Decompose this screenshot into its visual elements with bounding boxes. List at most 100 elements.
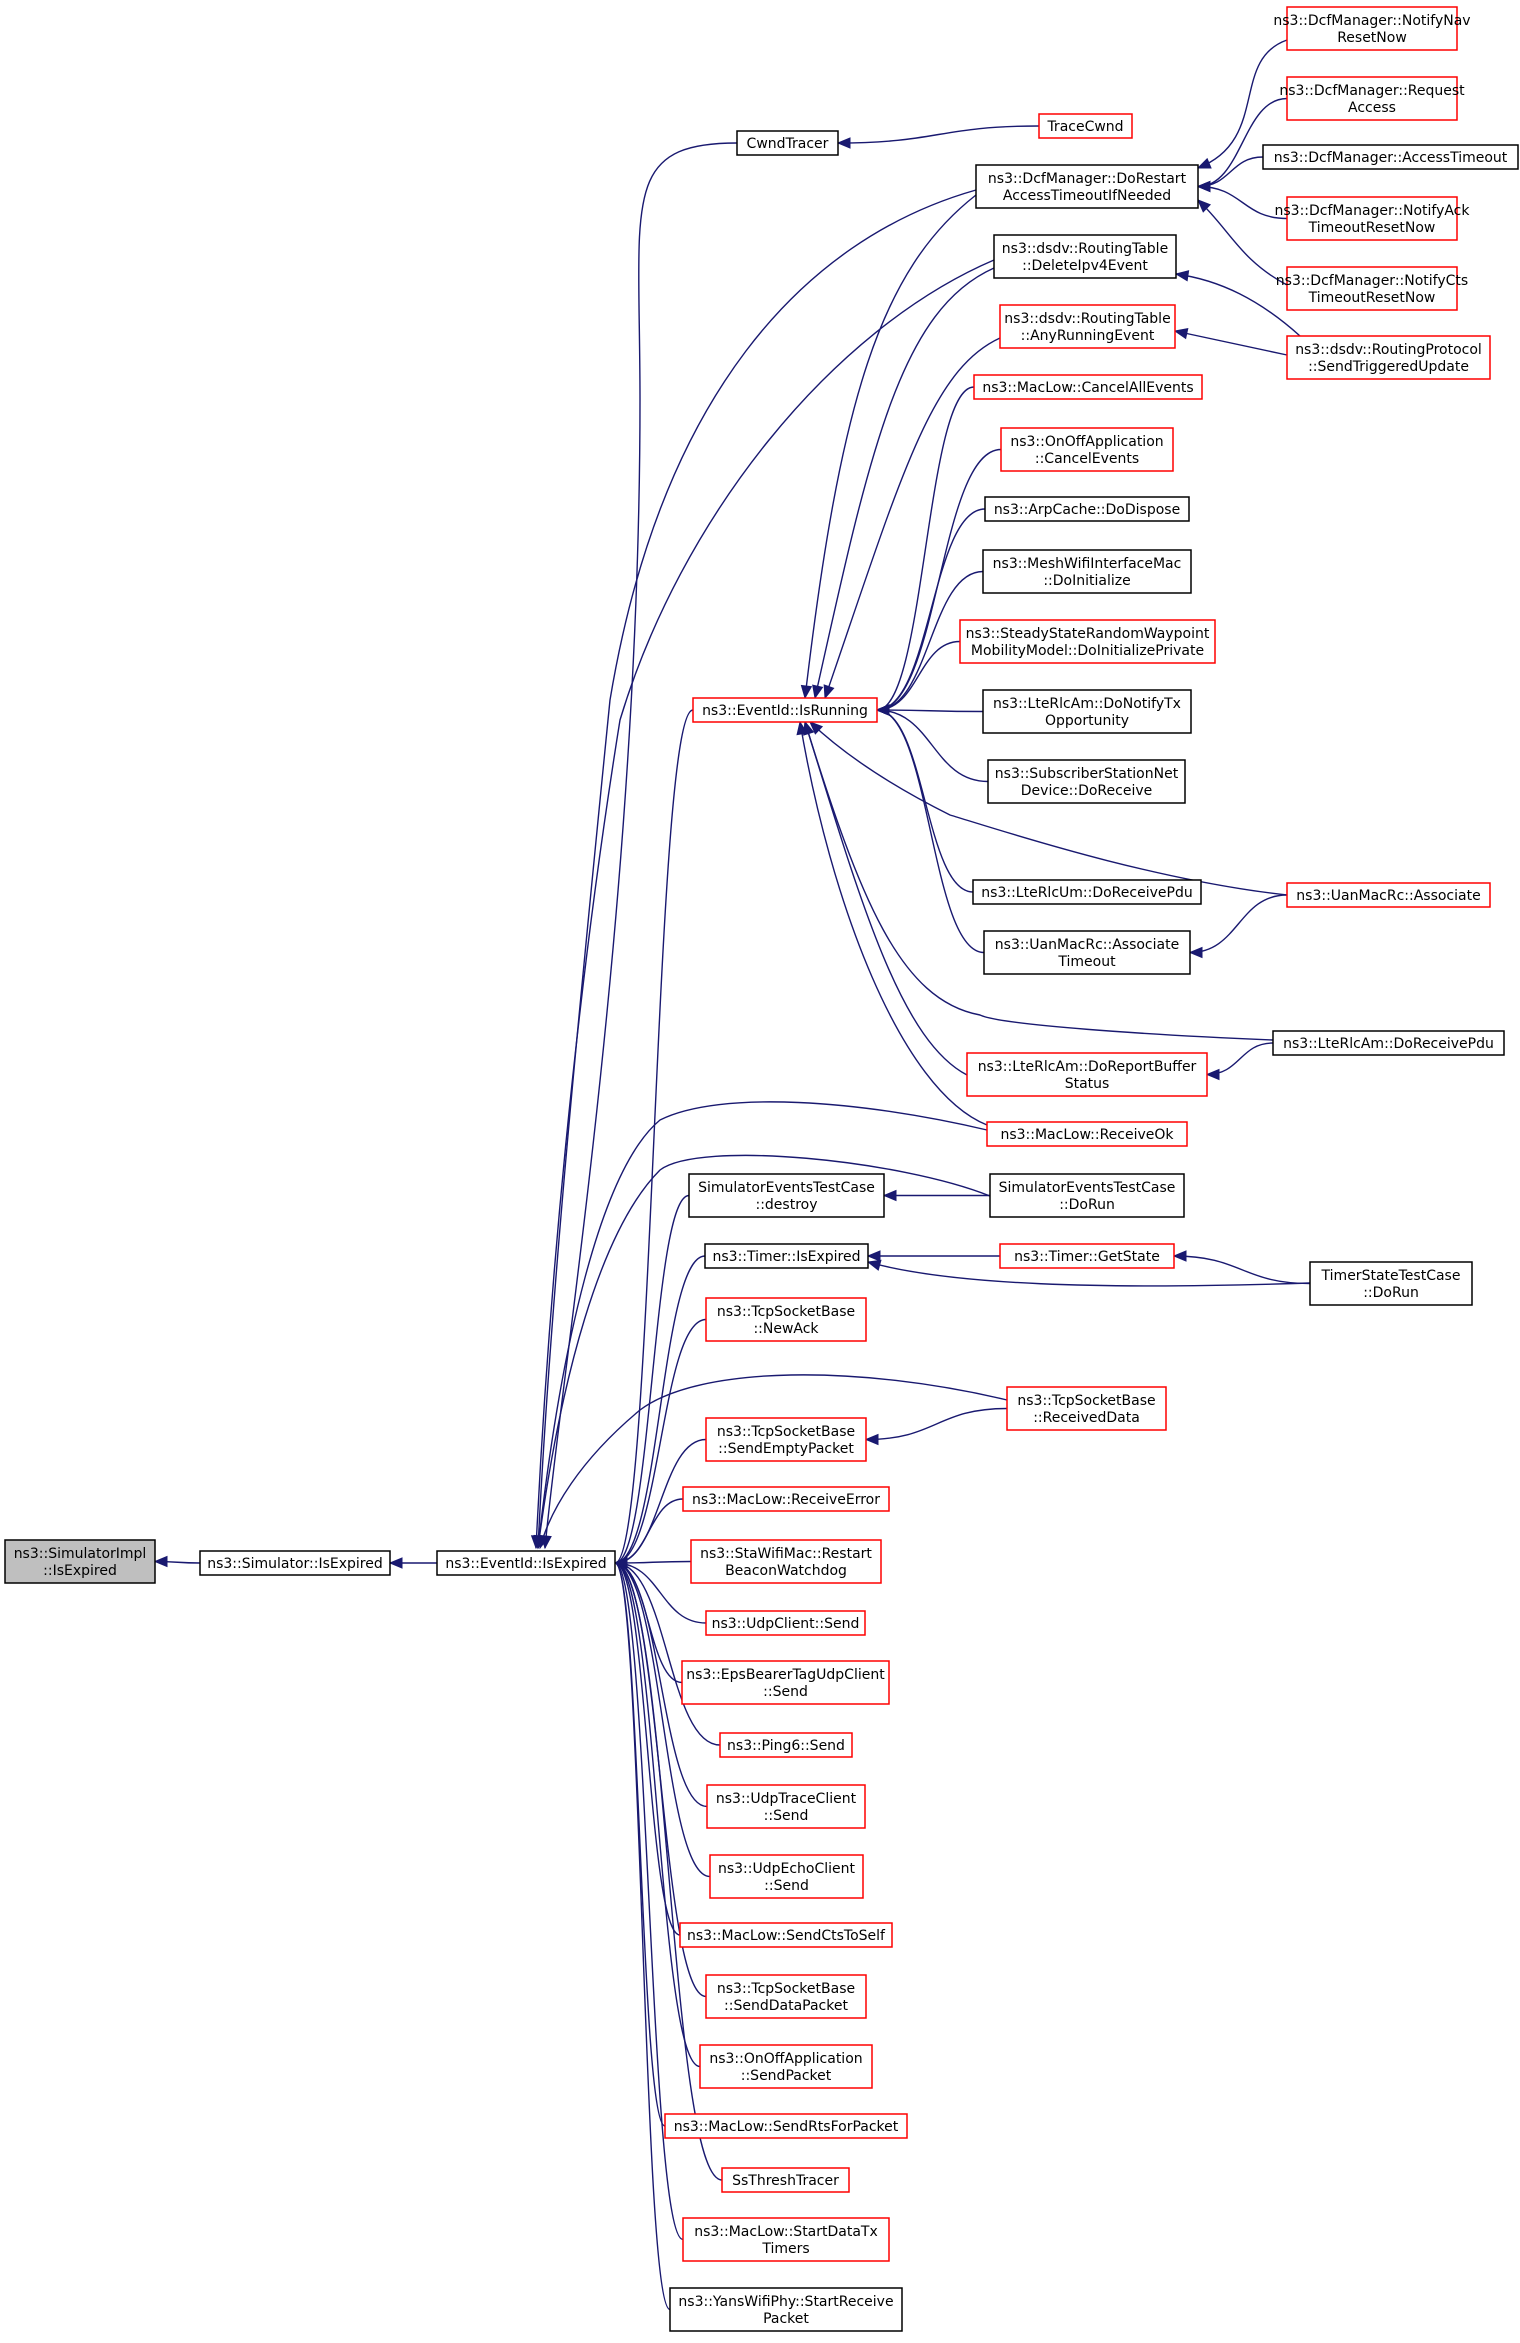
function-node-ns3-udptraceclient-send[interactable]: ns3::UdpTraceClient::Send xyxy=(706,1784,866,1829)
function-node-ns3-eventid-isrunning[interactable]: ns3::EventId::IsRunning xyxy=(692,697,878,723)
node-box xyxy=(4,1539,156,1584)
node-label: SsThreshTracer xyxy=(732,2173,839,2189)
node-box xyxy=(705,1417,867,1462)
node-label: ns3::UdpTraceClient xyxy=(716,1791,857,1807)
node-label: ns3::LteRlcAm::DoNotifyTx xyxy=(993,696,1181,712)
function-node-ns3-dcfmanager-notifyctstimeoutresetnow[interactable]: ns3::DcfManager::NotifyCtsTimeoutResetNo… xyxy=(1276,266,1468,311)
function-node-ns3-onoffapplication-cancelevents[interactable]: ns3::OnOffApplication::CancelEvents xyxy=(1000,427,1174,472)
node-label: ns3::SteadyStateRandomWaypoint xyxy=(966,626,1210,642)
node-label: ::DoInitialize xyxy=(1043,573,1130,589)
function-node-ns3-tcpsocketbase-newack[interactable]: ns3::TcpSocketBase::NewAck xyxy=(705,1297,867,1342)
function-node-ns3-tcpsocketbase-sendemptypacket[interactable]: ns3::TcpSocketBase::SendEmptyPacket xyxy=(705,1417,867,1462)
function-node-ns3-lterlcum-doreceivepdu[interactable]: ns3::LteRlcUm::DoReceivePdu xyxy=(972,879,1202,905)
node-box xyxy=(705,1297,867,1342)
node-label: ::DoRun xyxy=(1363,1285,1419,1301)
node-label: ns3::TcpSocketBase xyxy=(717,1424,855,1440)
function-node-ssthreshtracer[interactable]: SsThreshTracer xyxy=(721,2167,850,2193)
node-label: ::SendDataPacket xyxy=(724,1998,848,2014)
function-node-ns3-steadystaterandomwaypointmobilitymodel-doinitializeprivate[interactable]: ns3::SteadyStateRandomWaypointMobilityMo… xyxy=(959,619,1216,664)
function-node-ns3-epsbearertagudpclient-send[interactable]: ns3::EpsBearerTagUdpClient::Send xyxy=(681,1660,890,1705)
node-label: ns3::UanMacRc::Associate xyxy=(995,937,1179,953)
function-node-ns3-maclow-cancelallevents[interactable]: ns3::MacLow::CancelAllEvents xyxy=(973,374,1203,400)
node-box xyxy=(973,374,1203,400)
node-label: ns3::dsdv::RoutingTable xyxy=(1002,241,1168,257)
node-label: Timeout xyxy=(1057,954,1116,970)
function-node-ns3-tcpsocketbase-receiveddata[interactable]: ns3::TcpSocketBase::ReceivedData xyxy=(1006,1386,1167,1431)
function-node-ns3-simulatorimpl-isexpired[interactable]: ns3::SimulatorImpl::IsExpired xyxy=(4,1539,156,1584)
function-node-tracecwnd[interactable]: TraceCwnd xyxy=(1038,113,1133,139)
node-label: ns3::Ping6::Send xyxy=(727,1738,845,1754)
function-node-ns3-meshwifiinterfacemac-doinitialize[interactable]: ns3::MeshWifiInterfaceMac::DoInitialize xyxy=(982,549,1192,594)
node-box xyxy=(682,2217,890,2262)
function-node-ns3-dsdv-routingtable-anyrunningevent[interactable]: ns3::dsdv::RoutingTable::AnyRunningEvent xyxy=(999,304,1176,349)
function-node-ns3-timer-isexpired[interactable]: ns3::Timer::IsExpired xyxy=(704,1243,869,1269)
function-node-ns3-uanmacrc-associate[interactable]: ns3::UanMacRc::Associate xyxy=(1286,882,1491,908)
function-node-ns3-udpechoclient-send[interactable]: ns3::UdpEchoClient::Send xyxy=(709,1854,864,1899)
function-node-ns3-onoffapplication-sendpacket[interactable]: ns3::OnOffApplication::SendPacket xyxy=(699,2044,873,2089)
node-label: ns3::LteRlcAm::DoReceivePdu xyxy=(1283,1036,1494,1052)
node-label: ::SendTriggeredUpdate xyxy=(1308,359,1469,375)
function-node-ns3-tcpsocketbase-senddatapacket[interactable]: ns3::TcpSocketBase::SendDataPacket xyxy=(705,1974,867,2019)
function-node-ns3-lterlcam-doreceivepdu[interactable]: ns3::LteRlcAm::DoReceivePdu xyxy=(1272,1030,1505,1056)
node-label: ns3::MacLow::StartDataTx xyxy=(694,2224,878,2240)
node-label: ::ReceivedData xyxy=(1033,1410,1140,1426)
node-label: ns3::MacLow::ReceiveOk xyxy=(1000,1127,1174,1143)
function-node-ns3-dcfmanager-accesstimeout[interactable]: ns3::DcfManager::AccessTimeout xyxy=(1262,144,1519,170)
edge-n13-n11 xyxy=(1174,270,1301,337)
node-label: ns3::OnOffApplication xyxy=(709,2051,862,2067)
edge-n31-n30 xyxy=(866,1250,1000,1262)
node-label: ns3::dsdv::RoutingTable xyxy=(1004,311,1170,327)
function-node-ns3-dsdv-routingtable-deleteipv4event[interactable]: ns3::dsdv::RoutingTable::DeleteIpv4Event xyxy=(993,234,1177,279)
function-node-ns3-maclow-receiveerror[interactable]: ns3::MacLow::ReceiveError xyxy=(682,1486,890,1512)
function-node-ns3-udpclient-send[interactable]: ns3::UdpClient::Send xyxy=(705,1610,866,1636)
function-node-ns3-maclow-receiveok[interactable]: ns3::MacLow::ReceiveOk xyxy=(986,1121,1188,1147)
node-box xyxy=(1272,1030,1505,1056)
node-label: ns3::Timer::GetState xyxy=(1014,1249,1160,1265)
node-box xyxy=(690,1539,882,1584)
function-node-timerstatetestcase-dorun[interactable]: TimerStateTestCase::DoRun xyxy=(1309,1261,1473,1306)
edge-n4-n3 xyxy=(836,125,1040,149)
node-label: ns3::SimulatorImpl xyxy=(14,1546,147,1562)
node-label: ns3::DcfManager::DoRestart xyxy=(988,171,1187,187)
function-node-ns3-simulator-isexpired[interactable]: ns3::Simulator::IsExpired xyxy=(199,1550,391,1576)
node-label: Status xyxy=(1065,1076,1110,1092)
edge-n22-n19 xyxy=(875,704,974,893)
node-box xyxy=(679,1922,893,1948)
function-node-ns3-timer-getstate[interactable]: ns3::Timer::GetState xyxy=(999,1243,1175,1269)
edge-n21-n19 xyxy=(875,704,989,783)
node-box xyxy=(1286,6,1458,51)
node-box xyxy=(986,1121,1188,1147)
node-box xyxy=(959,619,1216,664)
node-box xyxy=(719,1732,853,1758)
node-label: BeaconWatchdog xyxy=(725,1563,847,1579)
node-label: ns3::LteRlcAm::DoReportBuffer xyxy=(978,1059,1197,1075)
function-node-ns3-maclow-sendctstoself[interactable]: ns3::MacLow::SendCtsToSelf xyxy=(679,1922,893,1948)
function-node-ns3-eventid-isexpired[interactable]: ns3::EventId::IsExpired xyxy=(436,1550,616,1576)
node-box xyxy=(1286,266,1458,311)
function-node-ns3-arpcache-dodispose[interactable]: ns3::ArpCache::DoDispose xyxy=(984,496,1190,522)
function-node-ns3-dcfmanager-notifyacktimeoutresetnow[interactable]: ns3::DcfManager::NotifyAckTimeoutResetNo… xyxy=(1275,196,1471,241)
function-node-simulatoreventstestcase-dorun[interactable]: SimulatorEventsTestCase::DoRun xyxy=(989,1173,1185,1218)
node-label: ns3::EventId::IsRunning xyxy=(702,703,868,719)
function-node-cwndtracer[interactable]: CwndTracer xyxy=(736,130,839,156)
function-node-simulatoreventstestcase-destroy[interactable]: SimulatorEventsTestCase::destroy xyxy=(688,1173,885,1218)
node-box xyxy=(692,697,878,723)
node-label: Access xyxy=(1348,100,1396,116)
node-box xyxy=(982,689,1192,734)
node-label: ns3::OnOffApplication xyxy=(1010,434,1163,450)
function-node-ns3-dsdv-routingprotocol-sendtriggeredupdate[interactable]: ns3::dsdv::RoutingProtocol::SendTriggere… xyxy=(1286,335,1491,380)
node-box xyxy=(1038,113,1133,139)
function-node-ns3-ping6-send[interactable]: ns3::Ping6::Send xyxy=(719,1732,853,1758)
edge-n11-n2 xyxy=(530,259,995,1550)
function-node-ns3-subscriberstationnetdevice-doreceive[interactable]: ns3::SubscriberStationNetDevice::DoRecei… xyxy=(987,759,1186,804)
function-node-ns3-dcfmanager-dorestartaccesstimeoutifneeded[interactable]: ns3::DcfManager::DoRestartAccessTimeoutI… xyxy=(975,164,1199,209)
function-node-ns3-maclow-sendrtsforpacket[interactable]: ns3::MacLow::SendRtsForPacket xyxy=(664,2113,908,2139)
